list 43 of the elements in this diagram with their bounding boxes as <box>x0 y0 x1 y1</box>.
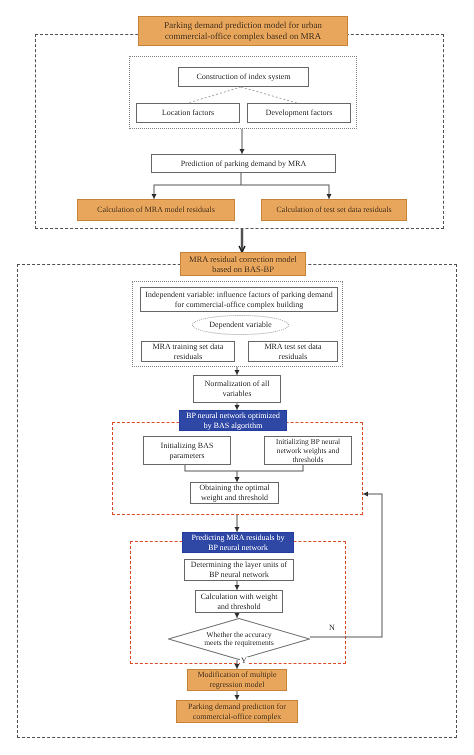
process-box: MRA test set data residuals <box>248 341 338 362</box>
dotted-line <box>240 86 298 104</box>
arrow <box>240 172 332 200</box>
result-box: Modification of multiple regression model <box>187 669 287 691</box>
heading-box: Predicting MRA residuals by BP neural network <box>182 532 294 553</box>
process-box: Calculation with weight and threshold <box>195 590 283 613</box>
arrow <box>234 690 240 700</box>
edge-label: N <box>328 624 336 632</box>
process-box: Initializing BAS parameters <box>143 436 231 465</box>
process-box: Construction of index system <box>178 67 309 87</box>
process-box: MRA training set data residuals <box>141 341 235 362</box>
process-box: Location factors <box>136 103 240 123</box>
dotted-group-frame <box>129 56 357 129</box>
edge-label: Y <box>240 657 248 665</box>
arrow <box>240 128 244 154</box>
process-box: Determining the layer units of BP neural network <box>184 559 294 581</box>
result-box: Calculation of MRA model residuals <box>77 199 235 221</box>
arrow <box>234 660 240 670</box>
arrow <box>234 402 240 410</box>
process-box: Normalization of all variables <box>193 375 281 403</box>
process-box: Development factors <box>247 103 351 123</box>
arrow <box>234 612 240 618</box>
dotted-ellipse: Dependent variable <box>192 315 289 335</box>
arrow <box>234 366 240 376</box>
result-box: MRA residual correction model based on BAS-BP <box>180 252 306 276</box>
arrow <box>238 229 246 253</box>
arrow <box>234 514 240 532</box>
arrow <box>310 492 382 638</box>
result-box: Calculation of test set data residuals <box>261 199 407 221</box>
dashed-group-frame <box>17 264 457 738</box>
process-box: Independent variable: influence factors of parking demand for commercial-office complex building <box>140 287 338 312</box>
dotted-group-frame <box>132 281 343 367</box>
arrow <box>234 580 240 590</box>
dashed-group-frame <box>35 34 444 229</box>
dashed-group-frame <box>112 422 363 515</box>
process-box: Obtaining the optimal weight and threshold <box>190 482 279 504</box>
arrow <box>234 464 304 482</box>
result-box: Parking demand prediction model for urban commercial-office complex based on MRA <box>138 16 348 46</box>
dashed-group-frame <box>130 541 346 664</box>
heading-box: BP neural network optimized by BAS algorithm <box>179 410 287 431</box>
result-box: Parking demand prediction for commercial-office complex <box>176 700 298 723</box>
dotted-line <box>188 86 242 104</box>
process-box: Prediction of parking demand by MRA <box>151 154 336 173</box>
